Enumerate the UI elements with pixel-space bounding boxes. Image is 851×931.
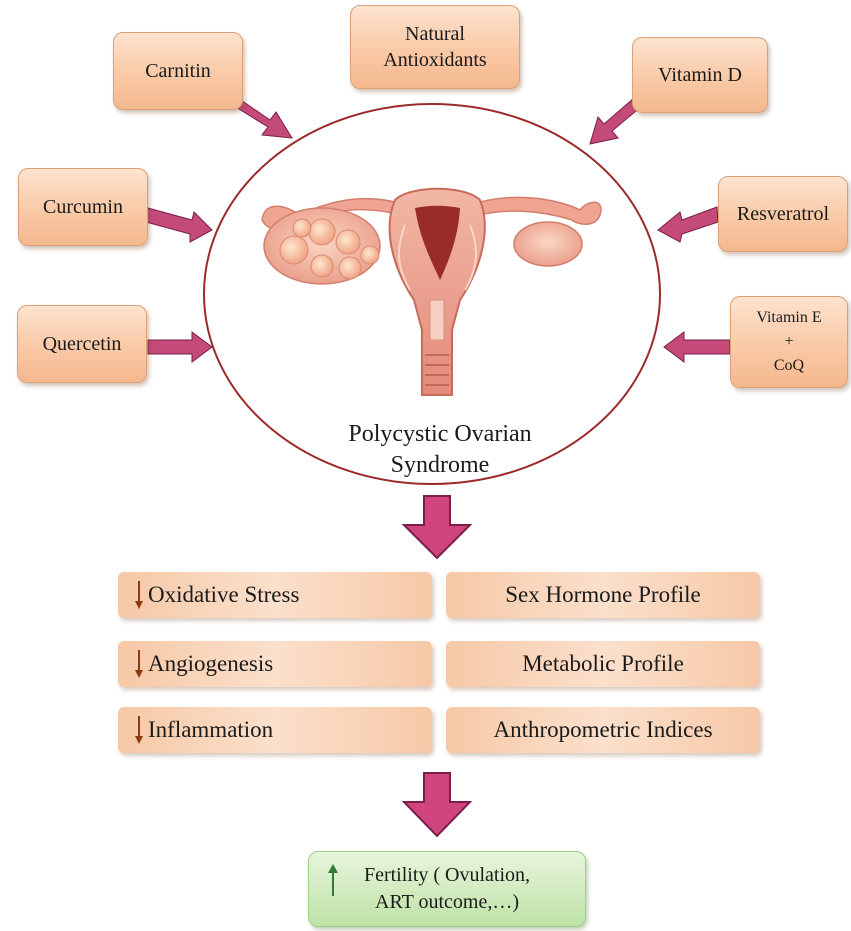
box-curcumin: Curcumin — [18, 168, 148, 246]
right-ovary — [514, 222, 582, 266]
follicle — [339, 257, 361, 279]
outcome-inflammation: Inflammation — [118, 707, 432, 753]
box-vitamin-d: Vitamin D — [632, 37, 768, 113]
decrease-arrow-icon — [134, 580, 144, 610]
increase-arrow-icon — [327, 862, 339, 898]
follicle — [311, 255, 333, 277]
outcome-label: Oxidative Stress — [148, 582, 299, 608]
outcome-oxidative-stress: Oxidative Stress — [118, 572, 432, 618]
outcome-angiogenesis: Angiogenesis — [118, 641, 432, 687]
natural-antioxidants-line2: Antioxidants — [383, 47, 486, 73]
fertility-line2: ART outcome,…) — [364, 889, 530, 916]
pcos-label-line1: Polycystic Ovarian — [300, 419, 580, 450]
vitamin-e-line3: CoQ — [774, 354, 804, 378]
follicle — [336, 230, 360, 254]
vitamin-e-line2: + — [784, 330, 793, 354]
arrow-vitamin-e — [664, 332, 730, 362]
arrow-curcumin — [146, 208, 212, 242]
follicle — [361, 246, 379, 264]
arrow-down-to-fertility — [404, 773, 470, 836]
outcome-label: Angiogenesis — [148, 651, 273, 677]
decrease-arrow-icon — [134, 715, 144, 745]
outcome-anthropometric-indices: Anthropometric Indices — [446, 707, 760, 753]
follicle — [309, 219, 335, 245]
pcos-label: Polycystic Ovarian Syndrome — [300, 419, 580, 481]
follicle — [293, 219, 311, 237]
pcos-label-line2: Syndrome — [300, 450, 580, 481]
arrow-carnitin — [234, 98, 292, 138]
fertility-line1: Fertility ( Ovulation, — [364, 862, 530, 889]
box-resveratrol: Resveratrol — [718, 176, 848, 252]
box-natural-antioxidants: Natural Antioxidants — [350, 5, 520, 89]
outcome-label: Inflammation — [148, 717, 273, 743]
cervix — [430, 300, 444, 340]
arrow-down-to-outcomes — [404, 496, 470, 558]
arrow-resveratrol — [658, 207, 718, 242]
box-quercetin: Quercetin — [17, 305, 147, 383]
arrow-quercetin — [148, 332, 212, 362]
box-fertility: Fertility ( Ovulation, ART outcome,…) — [308, 851, 586, 927]
box-vitamin-e-coq: Vitamin E + CoQ — [730, 296, 848, 388]
follicle — [280, 236, 308, 264]
outcome-metabolic-profile: Metabolic Profile — [446, 641, 760, 687]
decrease-arrow-icon — [134, 649, 144, 679]
vitamin-e-line1: Vitamin E — [756, 306, 821, 330]
natural-antioxidants-line1: Natural — [405, 21, 465, 47]
outcome-sex-hormone-profile: Sex Hormone Profile — [446, 572, 760, 618]
box-carnitin: Carnitin — [113, 32, 243, 110]
